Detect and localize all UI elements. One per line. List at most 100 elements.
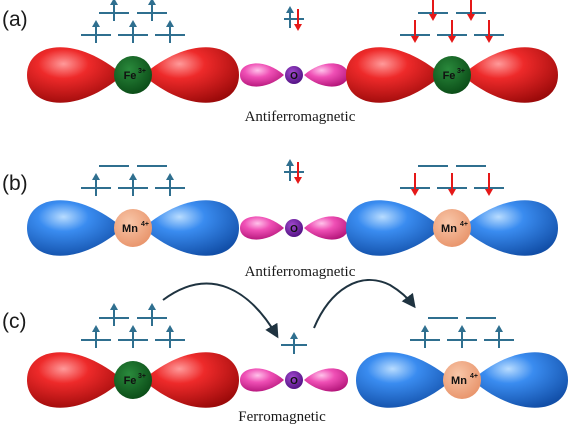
spin-up-arrowhead (148, 0, 156, 5)
right-lobe (143, 352, 239, 408)
oxygen-core (285, 219, 303, 237)
spin-down-arrowhead (485, 189, 493, 196)
cation-core (114, 361, 152, 399)
left-lobe (27, 200, 123, 256)
ion-charge: 4+ (470, 373, 478, 380)
ion-symbol: Mn (122, 223, 138, 235)
right-orbital-levels (410, 317, 514, 348)
spin-up-arrowhead (148, 303, 156, 310)
oxygen-spin-pair (284, 6, 304, 31)
panel-label: (b) (2, 172, 28, 195)
spin-up-arrowhead (286, 159, 294, 166)
left-lobe (27, 47, 123, 103)
right-orbital-levels (400, 165, 504, 196)
ion-symbol: Mn (451, 375, 467, 387)
spin-down-arrowhead (448, 36, 456, 43)
spin-down-arrowhead (294, 177, 302, 184)
spin-down-arrowhead (485, 36, 493, 43)
spin-down-arrowhead (411, 189, 419, 196)
spin-up-arrowhead (290, 332, 298, 339)
right-lobe (462, 200, 558, 256)
left-cation: Mn 4+ (27, 165, 239, 256)
spin-up-arrowhead (286, 6, 294, 13)
left-lobe (346, 200, 442, 256)
ion-charge: 3+ (457, 68, 465, 75)
oxygen-anion: O (240, 332, 348, 392)
coupling-caption: Antiferromagnetic (245, 264, 356, 280)
right-lobe (472, 352, 568, 408)
right-cation: Mn 4+ (346, 165, 558, 256)
cation-core (433, 209, 471, 247)
spin-up-arrowhead (458, 325, 466, 332)
panel-b: (b) Mn 4+ O Mn 4+ Antiferromagnetic (2, 159, 558, 280)
ion-charge: 3+ (138, 68, 146, 75)
right-cation: Mn 4+ (356, 317, 568, 408)
left-orbital-levels (81, 303, 185, 348)
oxygen-left-lobe (240, 63, 284, 87)
right-lobe (143, 200, 239, 256)
left-orbital-levels (81, 165, 185, 196)
spin-down-arrowhead (411, 36, 419, 43)
ion-charge: 4+ (141, 221, 149, 228)
spin-up-arrowhead (110, 0, 118, 5)
oxygen-symbol: O (290, 376, 298, 387)
spin-down-arrowhead (467, 14, 475, 21)
oxygen-anion: O (240, 159, 348, 240)
ion-symbol: Fe (124, 375, 137, 387)
panel-label: (c) (2, 310, 27, 333)
oxygen-left-lobe (240, 216, 284, 240)
left-lobe (27, 352, 123, 408)
left-lobe (346, 47, 442, 103)
oxygen-left-lobe (240, 368, 284, 392)
spin-up-arrowhead (166, 20, 174, 27)
left-orbital-levels (81, 0, 185, 43)
ion-symbol: Fe (443, 70, 456, 82)
coupling-caption: Antiferromagnetic (245, 109, 356, 125)
left-cation: Fe 3+ (27, 0, 239, 103)
cation-core (443, 361, 481, 399)
spin-up-arrowhead (495, 325, 503, 332)
spin-up-arrowhead (110, 303, 118, 310)
spin-up-arrowhead (129, 173, 137, 180)
left-cation: Fe 3+ (27, 303, 239, 408)
cation-core (114, 209, 152, 247)
spin-up-arrowhead (129, 325, 137, 332)
oxygen-anion: O (240, 6, 348, 87)
spin-down-arrowhead (429, 14, 437, 21)
oxygen-symbol: O (290, 71, 298, 82)
electron-hop-arrow-left (162, 282, 279, 339)
spin-up-arrowhead (129, 20, 137, 27)
panel-a: (a) Fe 3+ O Fe 3+ Antiferromagnetic (2, 0, 558, 125)
coupling-caption: Ferromagnetic (238, 409, 326, 425)
oxygen-right-lobe (304, 63, 348, 87)
left-lobe (356, 352, 452, 408)
right-lobe (462, 47, 558, 103)
ion-symbol: Mn (441, 223, 457, 235)
ion-symbol: Fe (124, 70, 137, 82)
oxygen-single-level (281, 332, 307, 354)
electron-hop-arrow-right (313, 279, 416, 329)
oxygen-right-lobe (304, 368, 348, 392)
spin-up-arrowhead (92, 325, 100, 332)
ion-charge: 4+ (460, 221, 468, 228)
spin-up-arrowhead (166, 173, 174, 180)
right-cation: Fe 3+ (346, 0, 558, 103)
right-orbital-levels (400, 0, 504, 43)
spin-up-arrowhead (421, 325, 429, 332)
spin-down-arrowhead (294, 24, 302, 31)
cation-core (433, 56, 471, 94)
oxygen-right-lobe (304, 216, 348, 240)
spin-up-arrowhead (92, 173, 100, 180)
right-lobe (143, 47, 239, 103)
oxygen-core (285, 66, 303, 84)
cation-core (114, 56, 152, 94)
ion-charge: 3+ (138, 373, 146, 380)
oxygen-spin-pair (284, 159, 304, 184)
panel-c: (c) Fe 3+ O Mn 4+ Ferromagnetic (2, 279, 568, 425)
oxygen-core (285, 371, 303, 389)
spin-up-arrowhead (166, 325, 174, 332)
panel-label: (a) (2, 8, 28, 31)
oxygen-symbol: O (290, 224, 298, 235)
spin-down-arrowhead (448, 189, 456, 196)
